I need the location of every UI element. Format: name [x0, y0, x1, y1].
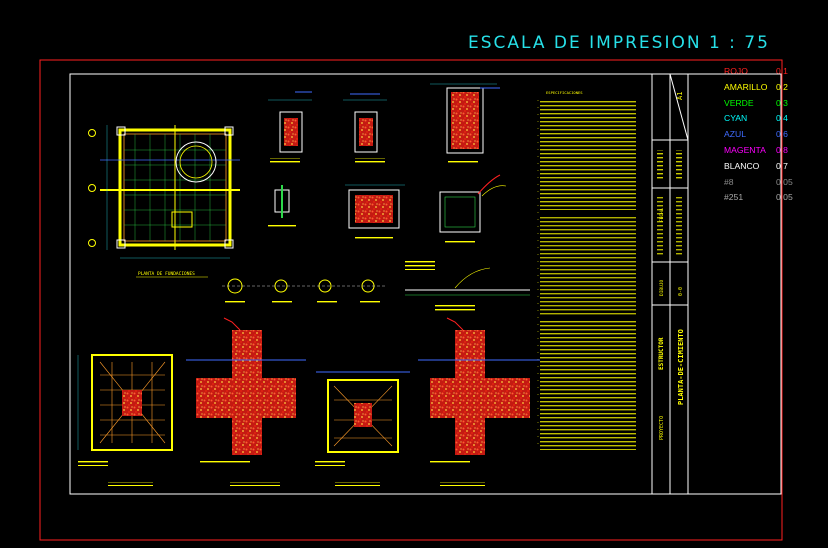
pen-legend-weight: 0.05 [776, 176, 793, 187]
specifications-notes: ESPECIFICACIONES [537, 90, 636, 450]
pen-legend-name: ROJO [724, 66, 748, 76]
notes-title: ESPECIFICACIONES [546, 90, 583, 95]
title-block-scale-code: A1 [676, 92, 684, 100]
title-block: A1 PROYECTO ESTRUCTOR PLANTA-DE-CIMIENTO… [651, 73, 689, 494]
anchor-details [222, 278, 385, 303]
pen-legend-name: CYAN [724, 113, 748, 124]
footing-section-1 [186, 317, 306, 486]
foundation-plan-title: PLANTA DE FUNDACIONES [138, 271, 195, 277]
tank-wall-detail [439, 174, 507, 245]
title-block-structure-label: ESTRUCTOR [658, 337, 665, 370]
title-block-author-label: DIBUJO [659, 279, 665, 296]
title-block-drawing-name: PLANTA-DE-CIMIENTO [677, 329, 685, 405]
footing-section-b [343, 93, 387, 163]
print-frame [39, 59, 783, 541]
title-block-sheet-value: 0-0 [678, 287, 684, 296]
slab-detail [405, 260, 530, 311]
pen-legend-name: AZUL [724, 129, 746, 140]
pen-legend-row: #8 0.05 [724, 177, 824, 193]
print-scale-title: ESCALA DE IMPRESION 1 : 75 [468, 33, 770, 53]
pen-legend-name: MAGENTA [724, 144, 766, 155]
sheet-border [69, 73, 782, 495]
footing-plan-1 [77, 354, 173, 486]
pen-legend-name: BLANCO [724, 160, 760, 171]
footing-section-c [430, 83, 500, 165]
pen-legend-weight: 0.05 [776, 192, 793, 203]
foundation-plan: PLANTA DE FUNDACIONES [88, 125, 240, 278]
footing-section-2 [418, 317, 540, 486]
pad-footing-detail [345, 184, 405, 240]
pen-legend-name: AMARILLO [724, 81, 768, 92]
pen-legend-name: #251 [724, 192, 744, 203]
footing-section-a [268, 91, 312, 163]
column-detail [268, 185, 296, 228]
pen-legend-name: #8 [724, 176, 734, 187]
footing-plan-2 [315, 371, 410, 486]
title-block-project-label: PROYECTO [659, 416, 665, 440]
pen-legend-row: #251 0.05 [724, 192, 824, 208]
pen-legend-name: VERDE [724, 97, 754, 108]
